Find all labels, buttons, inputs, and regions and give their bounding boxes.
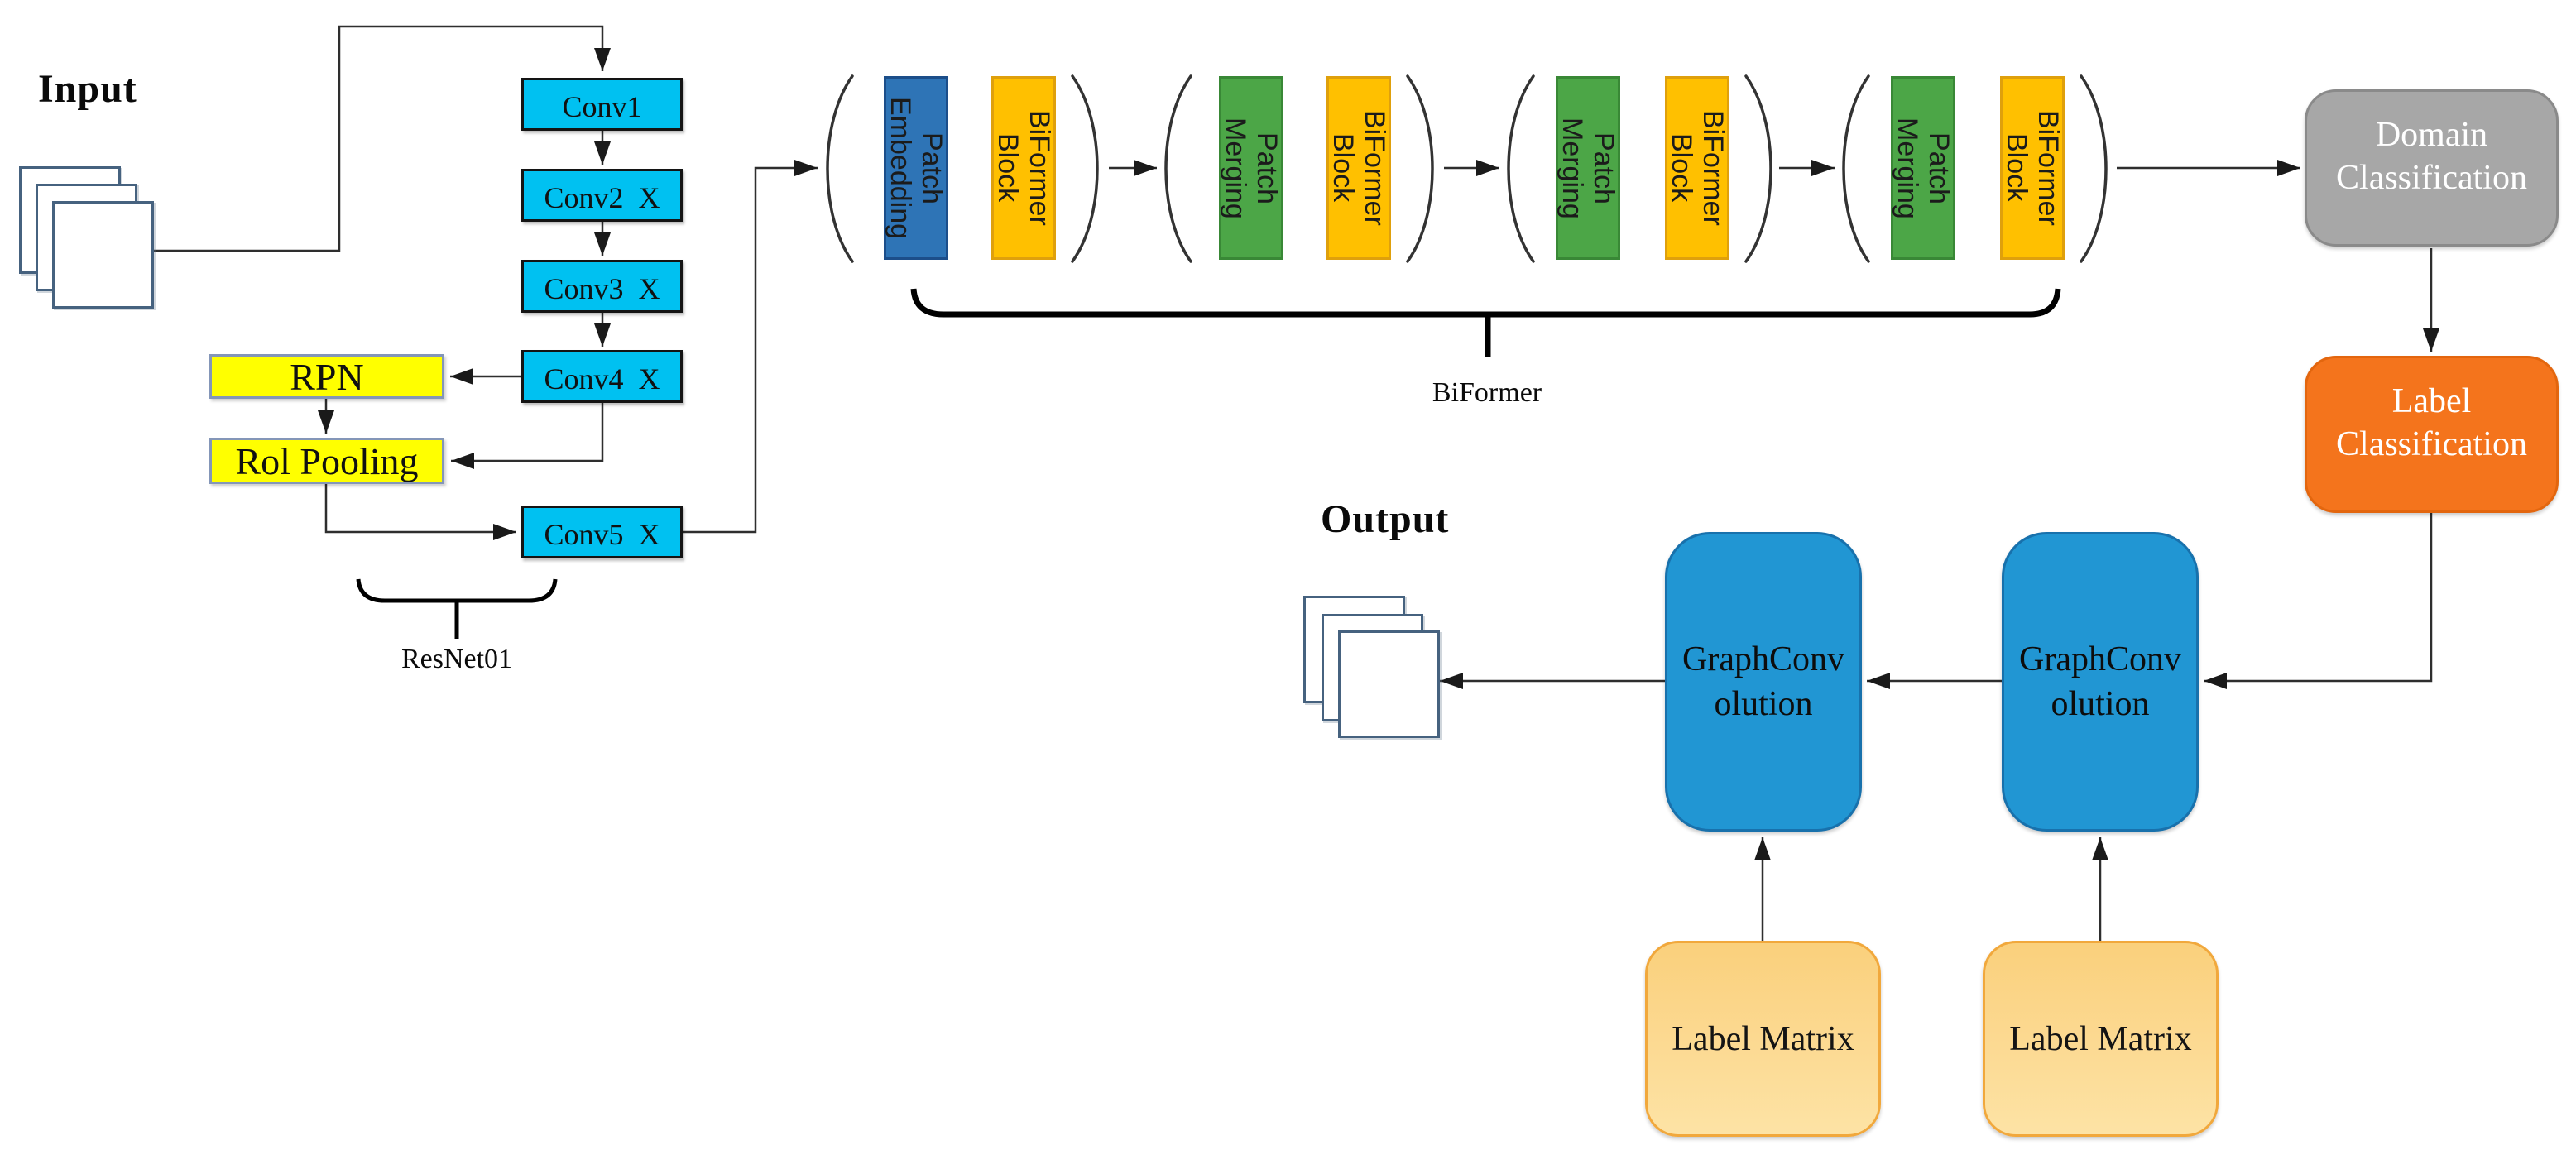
paren-close-icon [1744, 74, 1772, 263]
resnet-brace-label: ResNet01 [401, 644, 513, 674]
rpn-block: RPN [209, 354, 444, 399]
resnet-brace [356, 578, 558, 603]
graph-convolution-left: GraphConv olution [1665, 532, 1862, 832]
biformer-brace-label: BiFormer [1432, 377, 1542, 408]
biformer-block-4: BiFormer Block [2000, 76, 2065, 260]
output-label: Output [1321, 497, 1450, 541]
paren-open-icon [826, 74, 854, 263]
wire-label-to-graphconv-right [2204, 513, 2433, 689]
page-icon [1338, 630, 1440, 738]
graph-convolution-right: GraphConv olution [2002, 532, 2199, 832]
biformer-brace [910, 288, 2061, 318]
patch-merging-block-4: Patch Merging [1891, 76, 1955, 260]
roi-pooling-block: Rol Pooling [209, 438, 444, 484]
patch-merging-block-2: Patch Merging [1219, 76, 1283, 260]
label-matrix-right: Label Matrix [1983, 941, 2219, 1137]
page-icon [52, 201, 154, 309]
paren-open-icon [1842, 74, 1870, 263]
label-matrix-left: Label Matrix [1645, 941, 1881, 1137]
patch-embedding-block: Patch Embedding [884, 76, 948, 260]
paren-close-icon [1071, 74, 1099, 263]
paren-open-icon [1164, 74, 1192, 263]
conv1-block: Conv1 [521, 78, 683, 131]
arrow-roi-conv5 [324, 484, 516, 540]
biformer-block-3: BiFormer Block [1665, 76, 1729, 260]
wire-conv5-biformer [683, 160, 818, 534]
arrow-conv4-roi [451, 403, 604, 469]
biformer-block-2: BiFormer Block [1326, 76, 1391, 260]
paren-close-icon [2080, 74, 2108, 263]
paren-close-icon [1406, 74, 1434, 263]
paren-open-icon [1507, 74, 1535, 263]
label-classification-box: Label Classification [2305, 356, 2559, 513]
domain-classification-box: Domain Classification [2305, 89, 2559, 247]
input-label: Input [38, 67, 137, 111]
conv3-block: Conv3 X [521, 260, 683, 313]
wire-input-to-conv1 [149, 25, 611, 252]
biformer-block-1: BiFormer Block [991, 76, 1056, 260]
patch-merging-block-3: Patch Merging [1556, 76, 1620, 260]
conv2-block: Conv2 X [521, 169, 683, 222]
conv5-block: Conv5 X [521, 506, 683, 558]
conv4-block: Conv4 X [521, 350, 683, 403]
